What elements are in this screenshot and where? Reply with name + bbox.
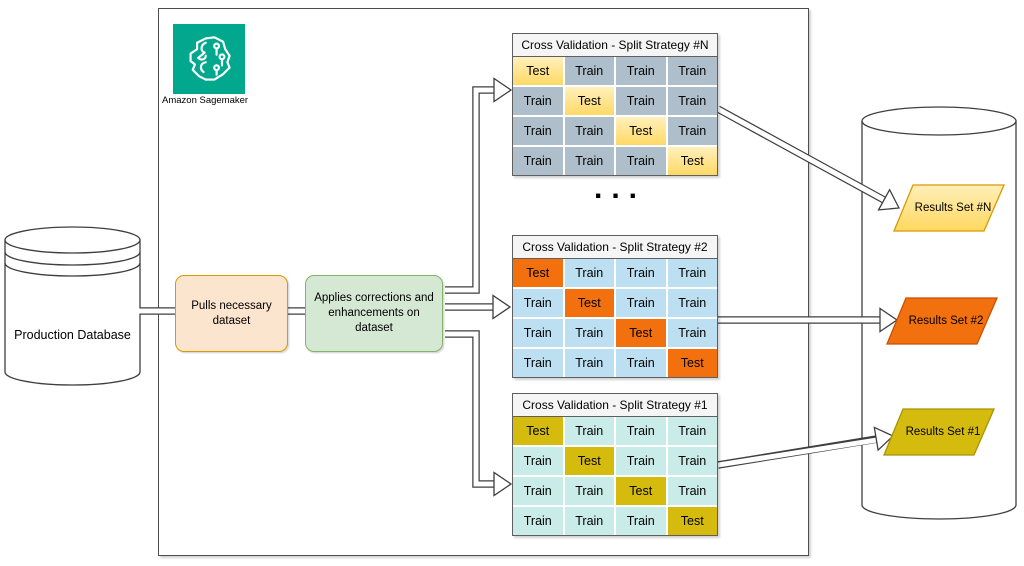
cv-table-2-grid: Test Train Train Train Train Test Train …	[513, 259, 717, 377]
cv-cell: Test	[616, 117, 666, 145]
cv-cell: Train	[667, 117, 717, 145]
cv-cell: Train	[564, 57, 614, 85]
cv-cell: Train	[616, 147, 666, 175]
cv-table-1-grid: Test Train Train Train Train Test Train …	[513, 417, 717, 535]
cv-cell: Test	[564, 447, 614, 475]
cv-cell: Test	[667, 147, 717, 175]
results-set-n-shape	[893, 184, 1005, 232]
cv-cell: Train	[564, 117, 614, 145]
results-set-2: Results Set #2	[886, 297, 998, 345]
sagemaker-logo	[173, 24, 245, 94]
cv-cell: Train	[513, 117, 563, 145]
cv-cell: Train	[667, 447, 717, 475]
cv-table-n-title: Cross Validation - Split Strategy #N	[513, 34, 717, 57]
cv-table-1: Cross Validation - Split Strategy #1 Tes…	[512, 393, 718, 536]
cv-cell: Train	[513, 507, 563, 535]
cv-cell: Test	[513, 417, 563, 445]
sagemaker-label: Amazon Sagemaker	[162, 95, 249, 106]
cv-cell: Test	[513, 259, 563, 287]
results-set-2-shape	[886, 297, 998, 345]
cv-cell: Train	[513, 147, 563, 175]
results-set-1: Results Set #1	[883, 408, 995, 456]
cv-cell: Train	[667, 259, 717, 287]
cv-cell: Test	[564, 289, 614, 317]
cv-cell: Test	[513, 57, 563, 85]
cv-cell: Train	[564, 259, 614, 287]
cv-cell: Train	[616, 87, 666, 115]
cv-table-2-title: Cross Validation - Split Strategy #2	[513, 236, 717, 259]
cv-cell: Train	[513, 319, 563, 347]
cv-table-n-grid: Test Train Train Train Train Test Train …	[513, 57, 717, 175]
results-set-1-shape	[883, 408, 995, 456]
cv-cell: Train	[616, 259, 666, 287]
cv-cell: Train	[616, 349, 666, 377]
cv-cell: Train	[616, 417, 666, 445]
cv-cell: Train	[616, 289, 666, 317]
cv-cell: Train	[667, 319, 717, 347]
apply-corrections-label: Applies corrections and enhancements on …	[314, 292, 434, 334]
cv-cell: Train	[513, 477, 563, 505]
results-set-2-label: Results Set #2	[908, 315, 984, 327]
production-database-shape	[4, 226, 141, 386]
cv-cell: Test	[616, 319, 666, 347]
cv-cell: Train	[564, 349, 614, 377]
cv-cell: Train	[616, 507, 666, 535]
cv-table-n: Cross Validation - Split Strategy #N Tes…	[512, 33, 718, 176]
cv-cell: Train	[667, 417, 717, 445]
cv-cell: Train	[513, 87, 563, 115]
cv-cell: Test	[616, 477, 666, 505]
production-database-label: Production Database	[14, 328, 131, 342]
cv-cell: Test	[667, 349, 717, 377]
apply-corrections-box: Applies corrections and enhancements on …	[305, 275, 443, 352]
cv-cell: Train	[616, 447, 666, 475]
results-set-n-label: Results Set #N	[914, 202, 992, 214]
cv-table-2: Cross Validation - Split Strategy #2 Tes…	[512, 235, 718, 378]
cv-cell: Train	[667, 289, 717, 317]
cv-cell: Train	[564, 477, 614, 505]
cv-cell: Train	[564, 319, 614, 347]
cv-cell: Train	[616, 57, 666, 85]
cv-cell: Train	[513, 447, 563, 475]
sagemaker-icon	[189, 36, 231, 81]
cv-cell: Test	[564, 87, 614, 115]
pull-dataset-label: Pulls necessary dataset	[191, 299, 272, 327]
cv-cell: Train	[667, 477, 717, 505]
cv-cell: Train	[564, 147, 614, 175]
cv-table-1-title: Cross Validation - Split Strategy #1	[513, 394, 717, 417]
cv-cell: Train	[513, 349, 563, 377]
results-set-n: Results Set #N	[893, 184, 1005, 232]
pull-dataset-box: Pulls necessary dataset	[175, 275, 288, 352]
cv-cell: Train	[667, 57, 717, 85]
cv-cell: Train	[564, 417, 614, 445]
cv-cell: Train	[513, 289, 563, 317]
cv-cell: Train	[667, 87, 717, 115]
ellipsis-dots: ...	[593, 172, 646, 205]
results-set-1-label: Results Set #1	[905, 426, 981, 438]
cv-cell: Test	[667, 507, 717, 535]
cv-cell: Train	[564, 507, 614, 535]
